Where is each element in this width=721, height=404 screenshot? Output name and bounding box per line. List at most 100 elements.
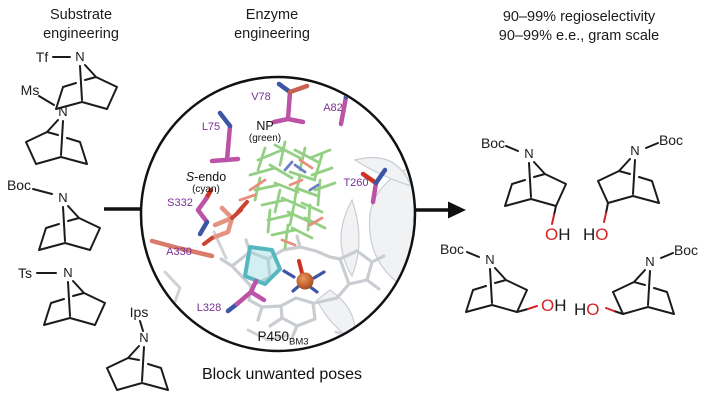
oh-bond [516, 308, 529, 313]
residue-label-S332: S332 [167, 197, 193, 209]
hydroxyl-label: HO [574, 300, 600, 319]
np-ligand-label: NP [256, 119, 274, 133]
arrow-head-icon [448, 201, 466, 219]
s-endo-pose-label: S-endo [185, 170, 227, 184]
substrate-structure-boc: Boc N [7, 177, 101, 251]
s-endo-color-note: (cyan) [192, 184, 220, 195]
substrate-title-line2: engineering [43, 26, 119, 42]
active-site-circle-bg [141, 77, 415, 351]
nitrogen-atom: N [58, 190, 67, 205]
oh-bond-red [605, 307, 615, 312]
nitrogen-atom: N [63, 265, 72, 280]
substrate-structure-ips: Ips N [106, 304, 169, 391]
results-line1: 90–99% regioselectivity [502, 9, 656, 25]
residue-stick-V78 [271, 81, 310, 125]
boc-label: Boc [659, 132, 683, 148]
boc-label: Boc [674, 242, 698, 258]
oh-bond-red [551, 214, 555, 225]
product-structure-3: Boc N OH [440, 241, 567, 315]
product-structure-2: Boc N HO [583, 132, 683, 244]
residue-stick-T260 [360, 167, 388, 205]
active-site-montage [149, 81, 414, 348]
oh-bond-red [527, 305, 538, 310]
enzyme-title-line1: Enzyme [245, 7, 299, 23]
residue-label-L75: L75 [201, 121, 221, 133]
azabicycle-skeleton [504, 161, 567, 207]
n-substituent-bond [645, 142, 659, 149]
azabicycle-skeleton [612, 269, 675, 315]
nitrogen-atom: N [58, 104, 67, 119]
cyan-ring [243, 245, 282, 286]
product-structure-1: Boc N OH [481, 135, 571, 244]
nitrogen-atom: N [524, 146, 533, 161]
boc-label: Boc [440, 241, 464, 257]
nitrogen-atom: N [485, 252, 494, 267]
substrate-engineering-title: Substrate engineering [8, 6, 154, 44]
product-structure-4: Boc N HO [574, 242, 698, 319]
oh-bond [605, 202, 609, 214]
np-ensemble-salmon-accents [238, 158, 324, 247]
np-ensemble-blue-accents [283, 160, 320, 192]
n-substituent-bond [505, 145, 519, 152]
hydroxyl-label: OH [541, 296, 567, 315]
azabicycle-skeleton [465, 267, 528, 313]
azabicycle-skeleton [43, 280, 106, 326]
n-substituent-bond [139, 320, 144, 332]
residue-stick-L328 [225, 278, 267, 314]
residue-label-L328: L328 [196, 302, 222, 314]
s-endo-pose [202, 200, 282, 286]
nitrogen-atom: N [75, 49, 84, 64]
substrate-structure-ts: Ts N [18, 265, 106, 326]
substituent-label-boc: Boc [7, 177, 31, 193]
hydroxyl-label: HO [583, 225, 609, 244]
residue-sticks [149, 81, 388, 314]
substrate-structure-ms: Ms N [21, 82, 88, 165]
nitrogen-atom: N [645, 254, 654, 269]
residue-label-T260: T260 [343, 177, 369, 189]
enzyme-engineering-title: Enzyme engineering [199, 6, 345, 44]
np-ensemble-green-sticks [248, 140, 337, 250]
oh-bond-red [603, 212, 607, 223]
flow-arrow-enzyme-to-products [413, 201, 466, 219]
np-color-note: (green) [248, 133, 282, 144]
n-substituent-bond [32, 188, 53, 195]
substituent-label-tf: Tf [36, 49, 49, 65]
oh-bond [553, 205, 557, 216]
azabicycle-skeleton [25, 119, 88, 165]
substituent-label-ms: Ms [21, 82, 40, 98]
substrate-structures: Tf N Ms N Boc N Ts N [7, 49, 169, 391]
residue-label-A330: A330 [166, 246, 192, 258]
substrate-structure-tf: Tf N [36, 49, 118, 110]
heme-carbon-sticks [219, 234, 386, 340]
s-endo-salmon-sticks [209, 205, 235, 241]
azabicycle-skeleton [597, 158, 660, 204]
substituent-label-ts: Ts [18, 265, 32, 281]
azabicycle-skeleton [106, 345, 169, 391]
n-substituent-bond [660, 252, 674, 259]
heme-group [219, 234, 386, 340]
results-line2: 90–99% e.e., gram scale [498, 28, 660, 44]
iron-atom [296, 272, 314, 290]
results-title: 90–99% regioselectivity 90–99% e.e., gra… [448, 8, 710, 46]
substrate-title-line1: Substrate [49, 7, 113, 23]
n-substituent-bond [466, 251, 480, 258]
nitrogen-atom: N [630, 143, 639, 158]
hydroxyl-label: OH [545, 225, 571, 244]
active-site-circle-outline [139, 75, 417, 353]
product-structures: Boc N OH Boc N HO Boc N [440, 132, 698, 319]
oh-bond [613, 310, 624, 315]
residue-label-V78: V78 [251, 91, 271, 103]
azabicycle-skeleton [55, 64, 118, 110]
block-unwanted-poses-caption: Block unwanted poses [201, 366, 363, 383]
boc-label: Boc [481, 135, 505, 151]
substituent-label-ips: Ips [130, 304, 149, 320]
enzyme-title-line2: engineering [234, 26, 310, 42]
nitrogen-atom: N [139, 330, 148, 345]
azabicycle-skeleton [38, 205, 101, 251]
residue-stick-A330 [149, 238, 215, 259]
enzyme-name-label: P450BM3 [257, 329, 309, 348]
residue-label-A82: A82 [323, 102, 343, 114]
residue-stick-L75 [209, 110, 241, 164]
